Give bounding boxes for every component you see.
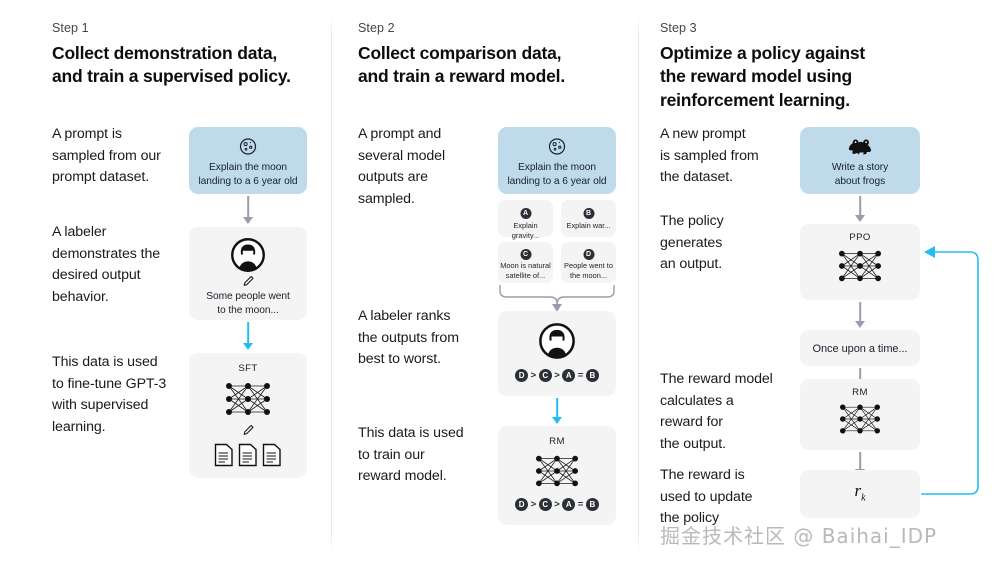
- neural-net-icon: [528, 450, 586, 492]
- step-1-prompt-box[interactable]: Explain the moon landing to a 6 year old: [189, 127, 307, 194]
- step-3-title: Optimize a policy against the reward mod…: [660, 43, 866, 110]
- moon-icon: [548, 137, 567, 156]
- step-3-label: Step 3: [660, 21, 697, 35]
- step-1-paragraph-3: This data is used to fine-tune GPT-3 wit…: [52, 354, 167, 435]
- step-2-output-card-c[interactable]: C Moon is natural satellite of...: [498, 242, 553, 283]
- column-divider-2: [638, 14, 639, 554]
- output-text-a: Explain gravity...: [511, 221, 540, 240]
- output-text-d: People went to the moon...: [564, 261, 613, 280]
- step-2-paragraph-3: This data is used to train our reward mo…: [358, 425, 464, 485]
- column-divider-1: [331, 14, 332, 554]
- step-1-label: Step 1: [52, 21, 89, 35]
- step-3-output-caption: Once upon a time...: [812, 343, 908, 355]
- step-1-arrow-1: [189, 196, 307, 226]
- watermark: 掘金技术社区 @ Baihai_IDP: [660, 524, 938, 548]
- output-letter-a: A: [520, 208, 531, 220]
- neural-net-icon: [218, 377, 278, 421]
- step-2-label: Step 2: [358, 21, 395, 35]
- frog-icon: [847, 137, 873, 156]
- step-3-feedback-loop: [915, 240, 1000, 500]
- step-1-labeler-caption: Some people went to the moon...: [206, 291, 290, 316]
- output-letter-d: D: [583, 249, 594, 261]
- step-2-column: Step 2 Collect comparison data, and trai…: [358, 0, 638, 568]
- step-2-ranking-box[interactable]: D>C>A=B: [498, 311, 616, 396]
- step-3-paragraph-4: The reward is used to update the policy: [660, 467, 753, 527]
- step-2-rm-tag: RM: [549, 436, 565, 447]
- labeler-icon: [230, 237, 266, 273]
- step-3-reward-box[interactable]: rk: [800, 470, 920, 518]
- step-2-output-card-a[interactable]: A Explain gravity...: [498, 200, 553, 240]
- step-3-prompt-box[interactable]: Write a story about frogs: [800, 127, 920, 194]
- step-2-merge-brace: [498, 285, 616, 313]
- step-3-rm-box[interactable]: RM: [800, 379, 920, 450]
- step-1-column: Step 1 Collect demonstration data, and t…: [52, 0, 332, 568]
- step-1-paragraph-2: A labeler demonstrates the desired outpu…: [52, 224, 161, 305]
- step-3-prompt-caption: Write a story about frogs: [831, 162, 889, 187]
- step-2-output-card-d[interactable]: D People went to the moon...: [561, 242, 616, 283]
- output-text-c: Moon is natural satellite of...: [500, 261, 551, 280]
- step-3-arrow-2: [800, 302, 920, 330]
- step-1-labeler-box[interactable]: Some people went to the moon...: [189, 227, 307, 320]
- step-1-sft-tag: SFT: [238, 363, 258, 374]
- output-letter-c: C: [520, 249, 531, 261]
- step-2-output-card-b[interactable]: B Explain war...: [561, 200, 616, 237]
- step-3-output-box[interactable]: Once upon a time...: [800, 330, 920, 366]
- step-3-column: Step 3 Optimize a policy against the rew…: [660, 0, 1000, 568]
- step-2-prompt-box[interactable]: Explain the moon landing to a 6 year old: [498, 127, 616, 194]
- step-3-ppo-box[interactable]: PPO: [800, 224, 920, 300]
- step-3-ppo-tag: PPO: [849, 232, 871, 243]
- step-3-paragraph-3: The reward model calculates a reward for…: [660, 371, 773, 452]
- neural-net-icon: [831, 245, 889, 287]
- documents-icon: [214, 443, 282, 467]
- step-1-title: Collect demonstration data, and train a …: [52, 43, 291, 87]
- step-2-prompt-caption: Explain the moon landing to a 6 year old: [507, 162, 607, 187]
- moon-icon: [239, 137, 258, 156]
- neural-net-icon: [832, 399, 888, 439]
- pencil-icon: [241, 274, 256, 289]
- step-3-rm-tag: RM: [852, 387, 868, 398]
- step-2-ranking-expression: D>C>A=B: [498, 369, 616, 382]
- pencil-icon: [241, 423, 256, 438]
- step-3-arrow-1: [800, 196, 920, 224]
- step-2-paragraph-1: A prompt and several model outputs are s…: [358, 126, 446, 207]
- step-2-paragraph-2: A labeler ranks the outputs from best to…: [358, 308, 459, 368]
- step-3-reward-value: rk: [854, 481, 866, 504]
- step-3-paragraph-1: A new prompt is sampled from the dataset…: [660, 126, 759, 186]
- step-1-arrow-2: [189, 322, 307, 352]
- step-1-sft-box[interactable]: SFT: [189, 353, 307, 478]
- step-2-rm-box[interactable]: RM: [498, 426, 616, 525]
- step-2-title: Collect comparison data, and train a rew…: [358, 43, 565, 87]
- step-3-paragraph-2: The policy generates an output.: [660, 213, 724, 273]
- step-2-rm-ranking-expression: D>C>A=B: [498, 498, 616, 511]
- step-1-prompt-caption: Explain the moon landing to a 6 year old: [198, 162, 298, 187]
- step-1-paragraph-1: A prompt is sampled from our prompt data…: [52, 126, 161, 186]
- output-text-b: Explain war...: [566, 221, 611, 230]
- step-2-arrow-2: [498, 398, 616, 426]
- output-letter-b: B: [583, 208, 594, 220]
- labeler-icon: [538, 322, 576, 360]
